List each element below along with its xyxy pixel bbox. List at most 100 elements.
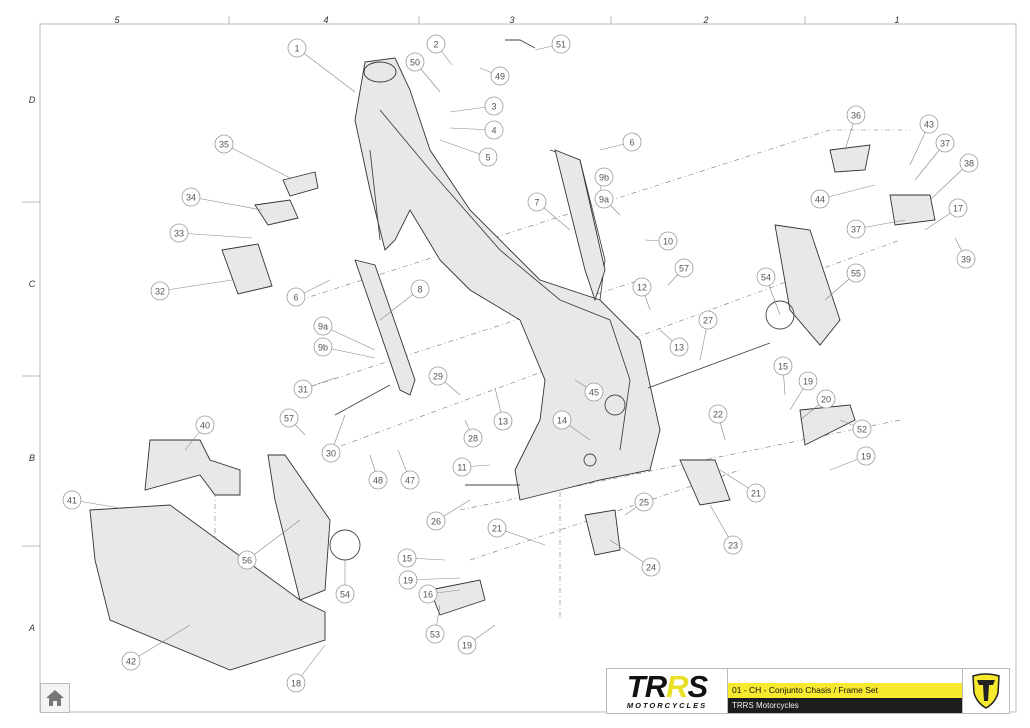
- part-callout[interactable]: 8: [410, 279, 430, 299]
- part-callout[interactable]: 19: [457, 635, 477, 655]
- part-callout[interactable]: 7: [527, 192, 547, 212]
- part-callout[interactable]: 13: [493, 411, 513, 431]
- part-callout[interactable]: 55: [846, 263, 866, 283]
- callout-number: 1: [294, 44, 299, 54]
- callout-number: 51: [556, 40, 566, 50]
- leader-line: [819, 184, 876, 200]
- part-callout[interactable]: 9a: [313, 316, 333, 336]
- part-callout[interactable]: 38: [959, 153, 979, 173]
- part-callout[interactable]: 33: [169, 223, 189, 243]
- part-callout[interactable]: 56: [237, 550, 257, 570]
- part-callout[interactable]: 35: [214, 134, 234, 154]
- part-callout[interactable]: 36: [846, 105, 866, 125]
- part-callout[interactable]: 37: [935, 133, 955, 153]
- callout-number: 15: [402, 554, 412, 564]
- part-callout[interactable]: 49: [490, 66, 510, 86]
- part-callout[interactable]: 26: [426, 511, 446, 531]
- part-callout[interactable]: 45: [584, 382, 604, 402]
- callout-number: 6: [629, 138, 634, 148]
- callout-number: 27: [703, 316, 713, 326]
- column-label: 2: [702, 15, 708, 25]
- part-callout[interactable]: 9b: [313, 337, 333, 357]
- callout-number: 19: [403, 576, 413, 586]
- title-block: TRRS MOTORCYCLES 01 - CH - Conjunto Chas…: [606, 668, 1010, 714]
- part-callout[interactable]: 50: [405, 52, 425, 72]
- part-callout[interactable]: 9a: [594, 189, 614, 209]
- part-callout[interactable]: 14: [552, 410, 572, 430]
- part-callout[interactable]: 19: [798, 371, 818, 391]
- callout-number: 19: [861, 452, 871, 462]
- part-callout[interactable]: 29: [428, 366, 448, 386]
- part-callout[interactable]: 34: [181, 187, 201, 207]
- callout-number: 9b: [318, 343, 328, 353]
- callout-number: 43: [924, 120, 934, 130]
- part-callout[interactable]: 53: [425, 624, 445, 644]
- part-callout[interactable]: 5: [478, 147, 498, 167]
- drawing-subtitle: TRRS Motorcycles: [728, 698, 962, 713]
- part-callout[interactable]: 31: [293, 379, 313, 399]
- part-callout[interactable]: 25: [634, 492, 654, 512]
- part-callout[interactable]: 15: [397, 548, 417, 568]
- part-callout[interactable]: 13: [669, 337, 689, 357]
- part-callout[interactable]: 4: [484, 120, 504, 140]
- part-callout[interactable]: 9b: [594, 167, 614, 187]
- part-callout[interactable]: 42: [121, 651, 141, 671]
- callout-number: 32: [155, 287, 165, 297]
- part-callout[interactable]: 57: [674, 258, 694, 278]
- callout-number: 38: [964, 159, 974, 169]
- part-callout[interactable]: 54: [335, 584, 355, 604]
- home-button[interactable]: [40, 683, 70, 713]
- part-callout[interactable]: 6: [286, 287, 306, 307]
- callout-number: 53: [430, 630, 440, 640]
- callout-number: 21: [492, 524, 502, 534]
- callout-number: 50: [410, 58, 420, 68]
- part-callout[interactable]: 10: [658, 231, 678, 251]
- part-callout[interactable]: 48: [368, 470, 388, 490]
- part-callout[interactable]: 21: [746, 483, 766, 503]
- part-callout[interactable]: 21: [487, 518, 507, 538]
- part-callout[interactable]: 37: [846, 219, 866, 239]
- part-callout[interactable]: 43: [919, 114, 939, 134]
- part-callout[interactable]: 20: [816, 389, 836, 409]
- leader-line: [296, 47, 356, 93]
- part-callout[interactable]: 19: [398, 570, 418, 590]
- home-icon: [46, 690, 64, 706]
- callout-number: 57: [284, 414, 294, 424]
- row-label: C: [29, 279, 36, 289]
- part-callout[interactable]: 32: [150, 281, 170, 301]
- leader-line: [223, 143, 291, 179]
- part-callout[interactable]: 30: [321, 443, 341, 463]
- row-label: A: [28, 623, 35, 633]
- callout-number: 3: [491, 102, 496, 112]
- callout-number: 55: [851, 269, 861, 279]
- column-label: 4: [323, 15, 328, 25]
- part-callout[interactable]: 52: [852, 419, 872, 439]
- part-callout[interactable]: 3: [484, 96, 504, 116]
- part-callout[interactable]: 40: [195, 415, 215, 435]
- part-callout[interactable]: 2: [426, 34, 446, 54]
- trrs-logo: TRRS MOTORCYCLES: [607, 669, 728, 713]
- part-callout[interactable]: 39: [956, 249, 976, 269]
- part-callout[interactable]: 54: [756, 267, 776, 287]
- part-callout[interactable]: 19: [856, 446, 876, 466]
- part-callout[interactable]: 44: [810, 189, 830, 209]
- part-callout[interactable]: 28: [463, 428, 483, 448]
- part-callout[interactable]: 24: [641, 557, 661, 577]
- part-callout[interactable]: 27: [698, 310, 718, 330]
- part-callout[interactable]: 57: [279, 408, 299, 428]
- part-callout[interactable]: 11: [452, 457, 472, 477]
- part-callout[interactable]: 16: [418, 584, 438, 604]
- part-callout[interactable]: 23: [723, 535, 743, 555]
- part-callout[interactable]: 18: [286, 673, 306, 693]
- callout-number: 54: [761, 273, 771, 283]
- part-callout[interactable]: 12: [632, 277, 652, 297]
- part-callout[interactable]: 17: [948, 198, 968, 218]
- part-callout[interactable]: 1: [287, 38, 307, 58]
- part-callout[interactable]: 22: [708, 404, 728, 424]
- part-callout[interactable]: 51: [551, 34, 571, 54]
- part-callout[interactable]: 15: [773, 356, 793, 376]
- part-callout[interactable]: 6: [622, 132, 642, 152]
- part-callout[interactable]: 47: [400, 470, 420, 490]
- part-callout[interactable]: 41: [62, 490, 82, 510]
